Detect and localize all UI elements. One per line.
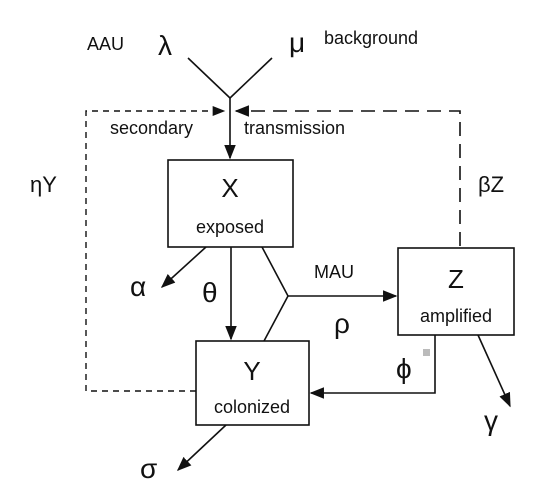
background-label: background [324, 28, 418, 48]
node-x-box [167, 159, 294, 248]
beta-z-dashed-loop [234, 105, 461, 246]
alpha-outflow-arrow [160, 246, 207, 288]
aau-label: AAU [87, 34, 124, 54]
transmission-label: transmission [244, 118, 345, 138]
eta-y-label: ηY [30, 172, 57, 197]
secondary-label: secondary [110, 118, 193, 138]
gamma-label: γ [484, 405, 498, 436]
mu-inflow-line [229, 57, 273, 99]
lambda-inflow-line [187, 57, 231, 99]
lambda-label: λ [158, 30, 172, 61]
eta-y-dashed-loop [85, 105, 226, 392]
node-z-name: amplified [420, 306, 492, 326]
node-y-box [195, 340, 310, 426]
node-z-box [397, 247, 515, 336]
mau-label: MAU [314, 262, 354, 282]
node-x-name: exposed [196, 217, 264, 237]
sigma-outflow-arrow [176, 424, 227, 471]
alpha-label: α [130, 271, 146, 302]
beta-z-label: βZ [478, 172, 504, 197]
node-y-name: colonized [214, 397, 290, 417]
rho-branch-from-y [263, 295, 289, 342]
theta-label: θ [202, 277, 218, 308]
phi-label: ϕ [396, 353, 412, 384]
node-z-letter: Z [448, 264, 464, 294]
rho-branch-from-x [261, 246, 289, 297]
mu-label: μ [289, 27, 305, 58]
phi-flow-arrow [309, 335, 436, 399]
phi-marker [423, 349, 430, 356]
node-x-letter: X [221, 173, 238, 203]
rho-label: ρ [334, 308, 350, 339]
gamma-outflow-arrow [477, 334, 511, 408]
sigma-label: σ [140, 453, 157, 484]
node-y-letter: Y [243, 356, 260, 386]
